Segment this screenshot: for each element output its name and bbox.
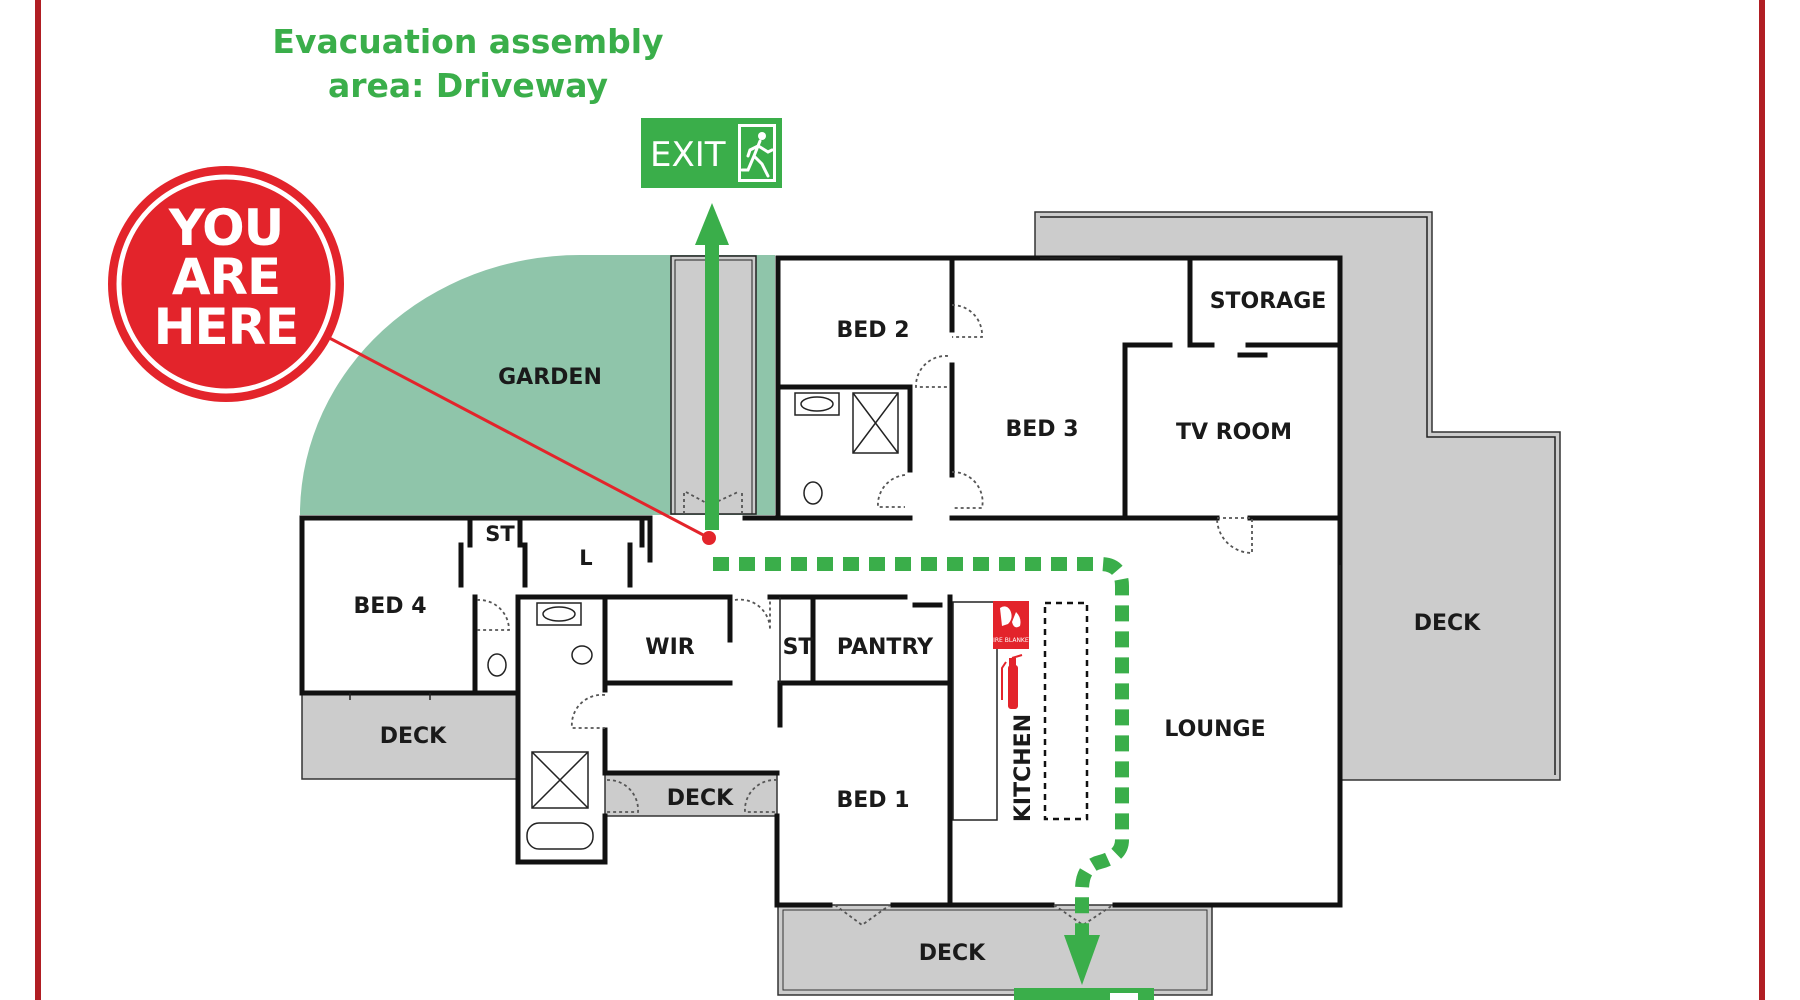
room-label-storage: STORAGE [1210,289,1327,314]
deck-bottom-area [777,904,1213,996]
room-label-kitchen: KITCHEN [1011,714,1036,822]
room-label-deck-left: DECK [380,724,447,749]
frame-left-border [35,0,41,1000]
room-label-st-mid: ST [783,635,814,660]
fire-extinguisher-icon [1001,654,1023,709]
deck-left-area [301,692,519,780]
you-are-here-line1: YOU [168,199,284,257]
evacuation-route-north [695,203,729,530]
fire-blanket-label: FIRE BLANKET [990,637,1033,644]
garden-area [300,254,775,515]
room-label-bed3: BED 3 [1005,417,1078,442]
room-label-lounge: LOUNGE [1164,717,1265,742]
evacuation-route-dashed [713,557,1129,935]
room-label-deck-right: DECK [1414,611,1481,636]
room-label-pantry: PANTRY [837,635,934,660]
room-label-garden: GARDEN [498,365,602,390]
house-walls [299,255,1343,908]
fire-blanket-icon: FIRE BLANKET [990,601,1033,649]
you-are-here-marker: YOU ARE HERE [108,166,716,545]
room-label-wir: WIR [645,635,694,660]
room-label-st-top: ST [485,522,515,546]
room-label-deck-middle: DECK [667,786,734,811]
frame-right-border [1759,0,1765,1000]
running-man-exit-icon [738,124,776,182]
room-label-laundry: L [579,546,592,570]
you-are-here-line2: ARE [172,248,280,306]
you-are-here-line3: HERE [154,298,299,356]
room-label-bed2: BED 2 [836,318,909,343]
room-label-bed1: BED 1 [836,788,909,813]
arrow-up-icon [695,203,729,245]
bathroom-fixtures [487,392,899,850]
room-label-tv-room: TV ROOM [1176,420,1292,445]
room-label-bed4: BED 4 [353,594,426,619]
exit-sign-bottom [1014,988,1154,1000]
doors [349,257,1341,927]
assembly-area-heading-line2: area: Driveway [328,66,608,105]
kitchen-bench [952,601,998,821]
room-label-deck-bottom: DECK [919,941,986,966]
assembly-area-heading-line1: Evacuation assembly [272,22,663,61]
exit-sign-label: EXIT [650,135,726,175]
arrow-down-icon [1064,935,1100,985]
kitchen-island [1043,601,1089,821]
current-location-dot [702,531,716,545]
exit-sign-top: EXIT [641,118,782,188]
